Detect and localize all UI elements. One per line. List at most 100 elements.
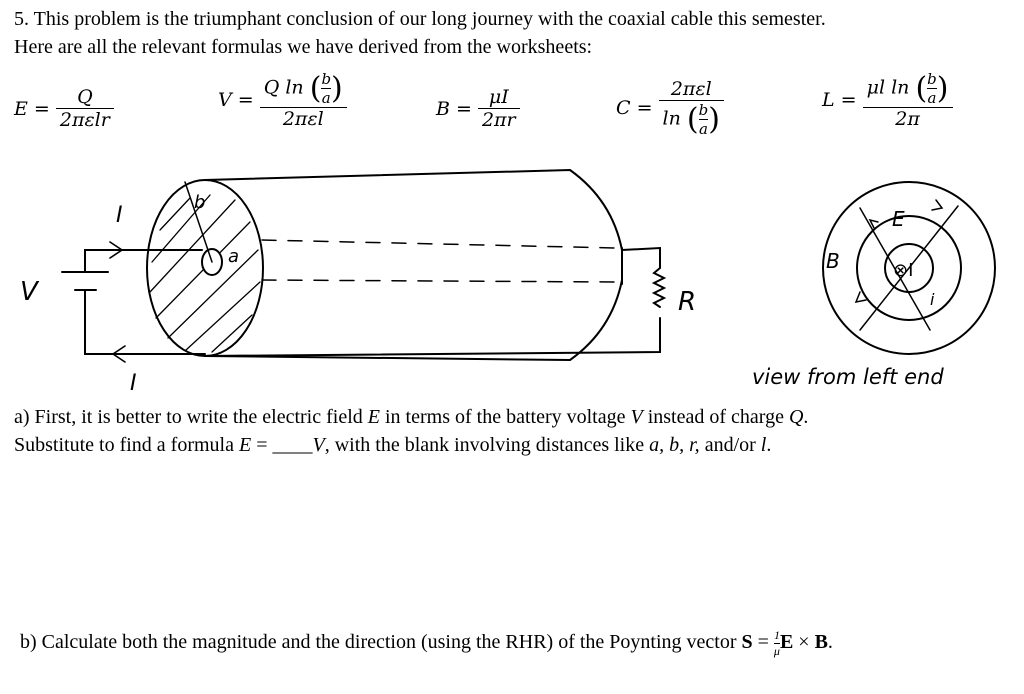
- formula-C-paren-open: (: [686, 102, 699, 137]
- formula-C-inner-den: a: [698, 119, 709, 138]
- formula-L-paren-close: ): [936, 71, 949, 106]
- part-a-text-1: a) First, it is better to write the elec…: [14, 406, 368, 428]
- formula-C-numerator: 2πεl: [670, 78, 712, 100]
- formula-V-denominator: 2πεl: [259, 107, 347, 130]
- formula-L-num-pre: μl ln: [866, 76, 910, 99]
- formula-B-denominator: 2πr: [477, 108, 520, 131]
- inner-conductor-dashed-top: [261, 239, 617, 249]
- part-a-text-7: and/or: [699, 434, 761, 456]
- part-b-eq: =: [752, 631, 774, 654]
- formula-C-lhs: C =: [616, 97, 653, 119]
- label-E: E: [892, 207, 905, 231]
- formula-L-paren-open: (: [915, 71, 928, 106]
- part-b-frac-den: μ: [773, 643, 780, 658]
- formula-E: E = Q 2πεlr: [14, 86, 114, 131]
- part-b-times: ×: [793, 631, 815, 654]
- part-a-text-5: Substitute to find a formula: [14, 434, 239, 456]
- formula-E-numerator: Q: [77, 86, 93, 108]
- radial-E-lines: [859, 205, 959, 331]
- cable-top-edge: [204, 168, 623, 251]
- part-a-text-2: in terms of the battery voltage: [380, 406, 631, 428]
- part-a-text-8: .: [766, 434, 772, 456]
- formula-C-inner-num: b: [698, 101, 709, 119]
- B-arrow-right: [931, 199, 944, 211]
- intro-line-2: Here are all the relevant formulas we ha…: [14, 36, 593, 58]
- part-a-vars: a, b, r,: [649, 434, 700, 456]
- part-a-Q: Q: [788, 406, 804, 428]
- current-arrow-top: [109, 241, 124, 259]
- label-I-top: I: [116, 203, 123, 228]
- resistor-wire: [204, 246, 661, 357]
- radius-b-line: [184, 181, 213, 263]
- battery-bottom-wire: [84, 289, 206, 355]
- formula-V-lhs: V =: [218, 89, 254, 111]
- label-R: R: [678, 287, 696, 317]
- field-circle-view: [856, 215, 962, 321]
- battery-top-wire: [84, 249, 203, 273]
- formula-V-paren-open: (: [309, 71, 322, 106]
- formula-B-numerator: μI: [488, 86, 509, 108]
- label-V: V: [20, 277, 40, 307]
- part-b-S: S: [741, 631, 753, 654]
- label-i: i: [930, 290, 935, 309]
- part-a-line-2: Substitute to find a formula E = ____V, …: [14, 434, 771, 457]
- formula-E-lhs: E =: [14, 97, 50, 120]
- inner-conductor-dashed-bottom: [261, 279, 617, 283]
- label-a: a: [228, 246, 239, 267]
- formula-B-fraction: μI 2πr: [477, 86, 520, 131]
- part-a-line-1: a) First, it is better to write the elec…: [14, 406, 808, 429]
- formula-E-fraction: Q 2πεlr: [55, 86, 114, 131]
- formula-B: B = μI 2πr: [436, 86, 520, 131]
- part-b-end: .: [827, 631, 833, 654]
- formula-V-inner-num: b: [321, 70, 332, 88]
- formula-L-lhs: L =: [822, 89, 857, 111]
- formula-B-lhs: B =: [436, 97, 472, 120]
- label-current-into-page: ⊗I: [893, 260, 913, 281]
- part-a-text-4: .: [803, 406, 809, 428]
- formula-L-denominator: 2π: [862, 107, 953, 130]
- end-face-hatching: [149, 194, 261, 353]
- part-b-line: b) Calculate both the magnitude and the …: [20, 628, 833, 659]
- formula-L-inner-den: a: [927, 88, 937, 107]
- formula-V-paren-close: ): [331, 71, 343, 106]
- current-arrow-bottom: [111, 345, 126, 363]
- part-b-E: E: [779, 631, 794, 654]
- outer-conductor-view: [822, 181, 996, 355]
- part-a-blank: = ____: [251, 434, 313, 456]
- part-a-line2-E: E: [238, 434, 252, 456]
- formula-C-paren-close: ): [708, 102, 720, 137]
- formula-C-den-pre: ln: [662, 107, 681, 130]
- formula-V-num-pre: Q ln: [263, 76, 304, 99]
- label-B: B: [826, 249, 840, 273]
- part-a-l: l: [760, 434, 767, 456]
- resistor-zigzag: [651, 267, 667, 308]
- part-a-line2-V: V: [312, 434, 325, 456]
- formula-V-inner-den: a: [321, 88, 332, 107]
- part-b-text: b) Calculate both the magnitude and the …: [20, 631, 742, 654]
- part-a-V: V: [630, 406, 643, 428]
- E-arrow: [868, 218, 879, 229]
- part-a-E: E: [367, 406, 380, 428]
- part-b-frac-num: 1: [773, 628, 780, 642]
- part-b-B: B: [814, 631, 828, 654]
- part-a-text-6: , with the blank involving distances lik…: [324, 434, 650, 456]
- B-arrow-left: [854, 291, 867, 304]
- label-I-bottom: I: [130, 371, 137, 396]
- formula-L-inner-num: b: [927, 70, 937, 88]
- part-a-text-3: instead of charge: [642, 406, 789, 428]
- intro-line-1: 5. This problem is the triumphant conclu…: [14, 8, 826, 30]
- formula-E-denominator: 2πεlr: [55, 108, 114, 131]
- caption-view-from-left-end: view from left end: [752, 365, 944, 389]
